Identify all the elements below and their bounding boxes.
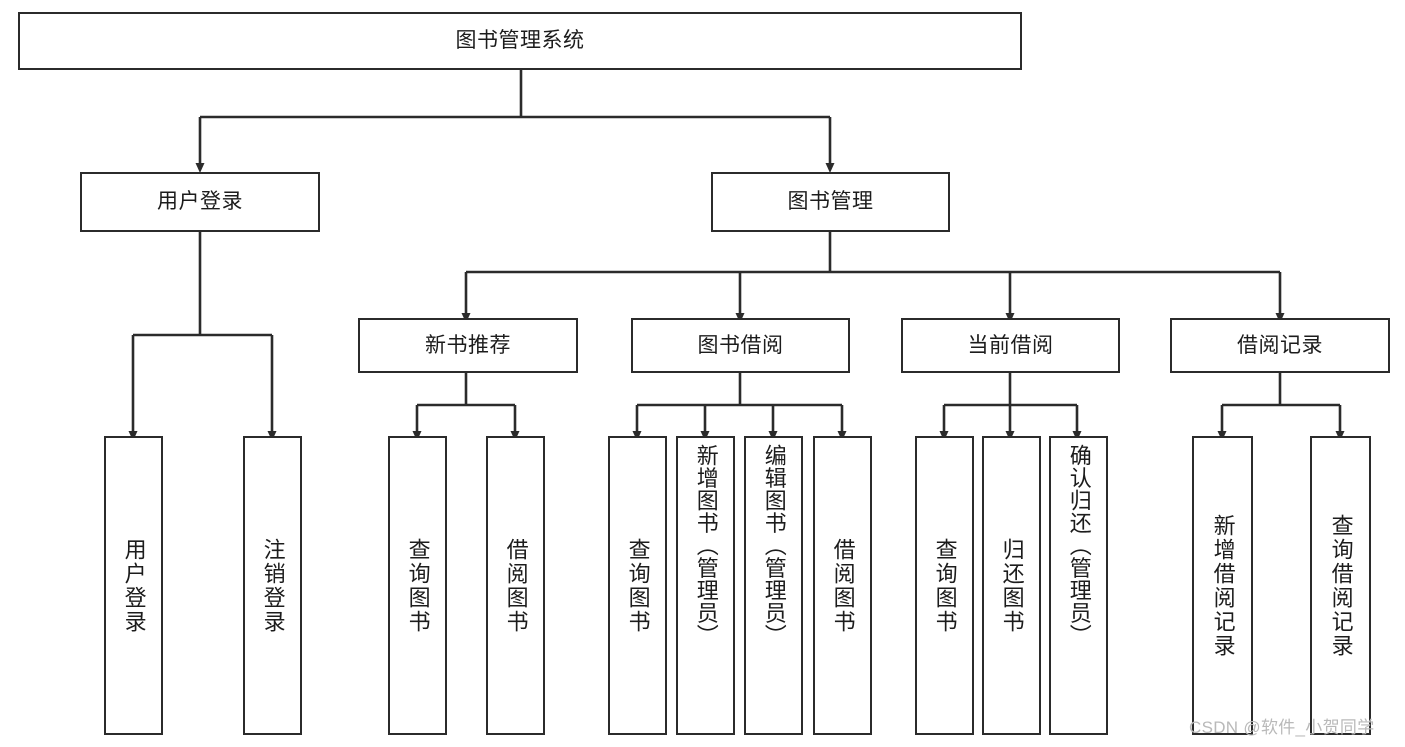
node-label: 图书管理 (787, 190, 874, 214)
node-label: 新增图书（管理员） (693, 444, 719, 647)
node-label: 确认归还（管理员） (1066, 444, 1092, 647)
leaf-add-borrow-record[interactable]: 新增借阅记录 (1192, 436, 1253, 735)
node-label: 借阅图书 (503, 537, 529, 634)
node-label: 查询图书 (625, 537, 651, 634)
node-label: 查询借阅记录 (1328, 513, 1354, 658)
leaf-query-book-recommend[interactable]: 查询图书 (388, 436, 447, 735)
node-label: 借阅图书 (830, 537, 856, 634)
node-label: 查询图书 (932, 537, 958, 634)
node-label: 查询图书 (405, 537, 431, 634)
node-label: 借阅记录 (1237, 333, 1323, 357)
node-label: 新书推荐 (425, 333, 511, 357)
leaf-user-login[interactable]: 用户登录 (104, 436, 163, 735)
node-label: 用户登录 (121, 537, 147, 634)
node-label: 编辑图书（管理员） (761, 444, 787, 647)
node-new-book-recommend[interactable]: 新书推荐 (358, 318, 578, 373)
node-label: 用户登录 (157, 190, 243, 214)
node-label: 图书借阅 (697, 333, 784, 357)
leaf-query-book-borrow[interactable]: 查询图书 (608, 436, 667, 735)
leaf-confirm-return-admin[interactable]: 确认归还（管理员） (1049, 436, 1108, 735)
node-root-book-management-system[interactable]: 图书管理系统 (18, 12, 1022, 70)
leaf-query-borrow-record[interactable]: 查询借阅记录 (1310, 436, 1371, 735)
leaf-logout[interactable]: 注销登录 (243, 436, 302, 735)
leaf-add-book-admin[interactable]: 新增图书（管理员） (676, 436, 735, 735)
leaf-borrow-book-recommend[interactable]: 借阅图书 (486, 436, 545, 735)
node-book-management[interactable]: 图书管理 (711, 172, 950, 232)
node-label: 当前借阅 (967, 333, 1054, 357)
leaf-query-book-current[interactable]: 查询图书 (915, 436, 974, 735)
node-current-borrow[interactable]: 当前借阅 (901, 318, 1120, 373)
leaf-edit-book-admin[interactable]: 编辑图书（管理员） (744, 436, 803, 735)
leaf-borrow-book[interactable]: 借阅图书 (813, 436, 872, 735)
node-label: 新增借阅记录 (1210, 513, 1236, 658)
node-user-login[interactable]: 用户登录 (80, 172, 320, 232)
node-label: 图书管理系统 (455, 29, 585, 53)
node-label: 归还图书 (999, 537, 1025, 634)
node-borrow-record[interactable]: 借阅记录 (1170, 318, 1390, 373)
node-book-borrow[interactable]: 图书借阅 (631, 318, 850, 373)
watermark: CSDN @软件_小贺同学 (1189, 718, 1375, 737)
node-label: 注销登录 (260, 537, 286, 634)
leaf-return-book[interactable]: 归还图书 (982, 436, 1041, 735)
